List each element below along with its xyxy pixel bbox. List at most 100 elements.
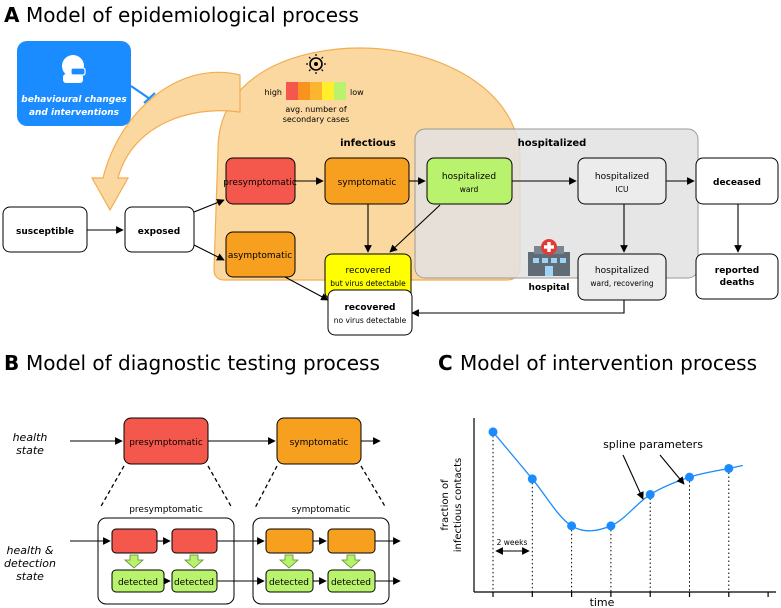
b-detect-arrow-3	[278, 554, 300, 569]
c-spline-pointer-2	[659, 454, 685, 485]
node-icu-sub: ICU	[616, 185, 629, 194]
c-spline-pointer-1	[622, 454, 644, 500]
c-spline-point-1	[527, 474, 537, 484]
node-deceased-label: deceased	[713, 178, 761, 188]
node-exposed	[124, 206, 195, 253]
legend-caption1: avg. number of	[285, 105, 346, 114]
panel-a-title: Model of epidemiological process	[26, 3, 359, 27]
node-asymptomatic	[225, 231, 296, 278]
b-detect-arrow-4	[340, 554, 362, 569]
c-ylabel-1: fraction of	[440, 479, 451, 531]
node-presymptomatic	[225, 157, 296, 205]
infectious-region-label: infectious	[340, 138, 396, 149]
panel-b-title: Model of diagnostic testing process	[26, 351, 380, 375]
b-node-presymptomatic	[123, 417, 209, 465]
behavioural-inhibit-bar	[143, 92, 156, 104]
node-hospitalized-recovering	[577, 253, 667, 301]
behavioural-line1: behavioural changes	[21, 95, 127, 105]
node-reported-deaths	[695, 253, 779, 300]
c-spline-point-5	[685, 472, 694, 482]
health-state-line1: health	[13, 431, 48, 444]
behavioural-box	[17, 41, 131, 126]
panel-b-letter: B	[4, 351, 19, 375]
c-spline-point-4	[645, 490, 655, 500]
infectiousness-legend	[286, 82, 346, 100]
legend-swatch-5	[334, 82, 346, 100]
behavioural-inhibit-line	[130, 85, 151, 100]
b-zoom-line-4	[360, 465, 387, 509]
b-zoom-line-3	[254, 465, 278, 509]
legend-high: high	[265, 88, 282, 97]
b-detect-arrow-2	[183, 554, 205, 569]
b-small-presym-2	[171, 528, 218, 554]
b-node-symptomatic	[276, 417, 362, 465]
node-recovering-title: hospitalized	[595, 266, 649, 276]
c-spline-point-3	[606, 521, 616, 531]
legend-swatch-4	[322, 82, 334, 100]
behavioural-line2: and interventions	[29, 108, 120, 118]
panel-c-title: Model of intervention process	[460, 351, 757, 375]
c-ylabel-2: infectious contacts	[453, 458, 464, 552]
c-interval-label: 2 weeks	[497, 538, 528, 547]
panel-a-letter: A	[4, 3, 20, 27]
health-state-line2: state	[16, 444, 44, 457]
arrow-ward-recovered	[389, 204, 441, 253]
b-small-presym-1	[111, 528, 158, 554]
hospital-caption: hospital	[529, 283, 570, 293]
node-susceptible-label: susceptible	[16, 227, 74, 237]
node-icu-title: hospitalized	[595, 172, 649, 182]
b-detected-1-label: detected	[118, 578, 158, 588]
person-mask-icon	[62, 55, 86, 83]
node-exposed-label: exposed	[138, 227, 180, 237]
c-spline-point-0	[488, 427, 498, 437]
node-asymptomatic-label: asymptomatic	[228, 251, 292, 261]
node-susceptible	[2, 206, 88, 253]
node-symptomatic	[324, 157, 410, 205]
intervention-chart	[473, 418, 776, 597]
b-zoom-line-2	[207, 465, 233, 509]
b-zoom-line-1	[99, 465, 125, 509]
b-detected-4	[327, 569, 376, 593]
b-detected-3-label: detected	[269, 578, 309, 588]
c-spline-label: spline parameters	[603, 438, 703, 451]
c-xlabel: time	[590, 596, 615, 608]
health-detection-line1: health &	[7, 544, 54, 557]
c-spline-point-2	[567, 521, 577, 531]
b-group-symptomatic-label: symptomatic	[292, 505, 351, 515]
arrow-exposed-asymptomatic	[193, 244, 225, 261]
virus-icon	[306, 54, 326, 74]
legend-swatch-3	[310, 82, 322, 100]
node-reported-line2: deaths	[720, 278, 755, 288]
b-node-symptomatic-label: symptomatic	[290, 438, 349, 448]
health-detection-line3: state	[16, 570, 44, 583]
node-recovering-sub: ward, recovering	[590, 279, 653, 288]
node-recovered-no-virus	[327, 289, 413, 336]
node-recovered-no-sub: no virus detectable	[334, 316, 407, 325]
infection-arrow-tail	[90, 71, 241, 212]
legend-caption2: secondary cases	[283, 115, 350, 124]
b-small-sym-1	[265, 528, 314, 554]
node-recovered-detectable-sub: but virus detectable	[330, 279, 406, 288]
health-detection-line2: detection	[4, 557, 56, 570]
panel-a: A Model of epidemiological process hospi…	[2, 3, 779, 336]
node-hospitalized-ward	[426, 157, 513, 205]
arrow-exposed-presymptomatic	[193, 198, 225, 213]
hospitalized-region-label: hospitalized	[518, 138, 587, 149]
hospital-icon	[528, 239, 570, 276]
b-small-sym-2	[327, 528, 376, 554]
panel-b: B Model of diagnostic testing process he…	[4, 351, 401, 605]
b-detect-arrow-1	[123, 554, 145, 569]
b-detected-2-label: detected	[174, 578, 214, 588]
b-node-presymptomatic-label: presymptomatic	[129, 438, 203, 448]
b-detected-4-label: detected	[331, 578, 371, 588]
node-recovered-no-title: recovered	[344, 303, 395, 313]
node-presymptomatic-label: presymptomatic	[223, 178, 297, 188]
node-recovered-detectable-title: recovered	[345, 266, 390, 276]
b-detected-1	[111, 569, 165, 593]
legend-swatch-2	[298, 82, 310, 100]
legend-swatch-1	[286, 82, 298, 100]
b-detected-3	[265, 569, 314, 593]
b-detected-2	[171, 569, 218, 593]
b-group-presymptomatic-label: presymptomatic	[129, 505, 203, 515]
